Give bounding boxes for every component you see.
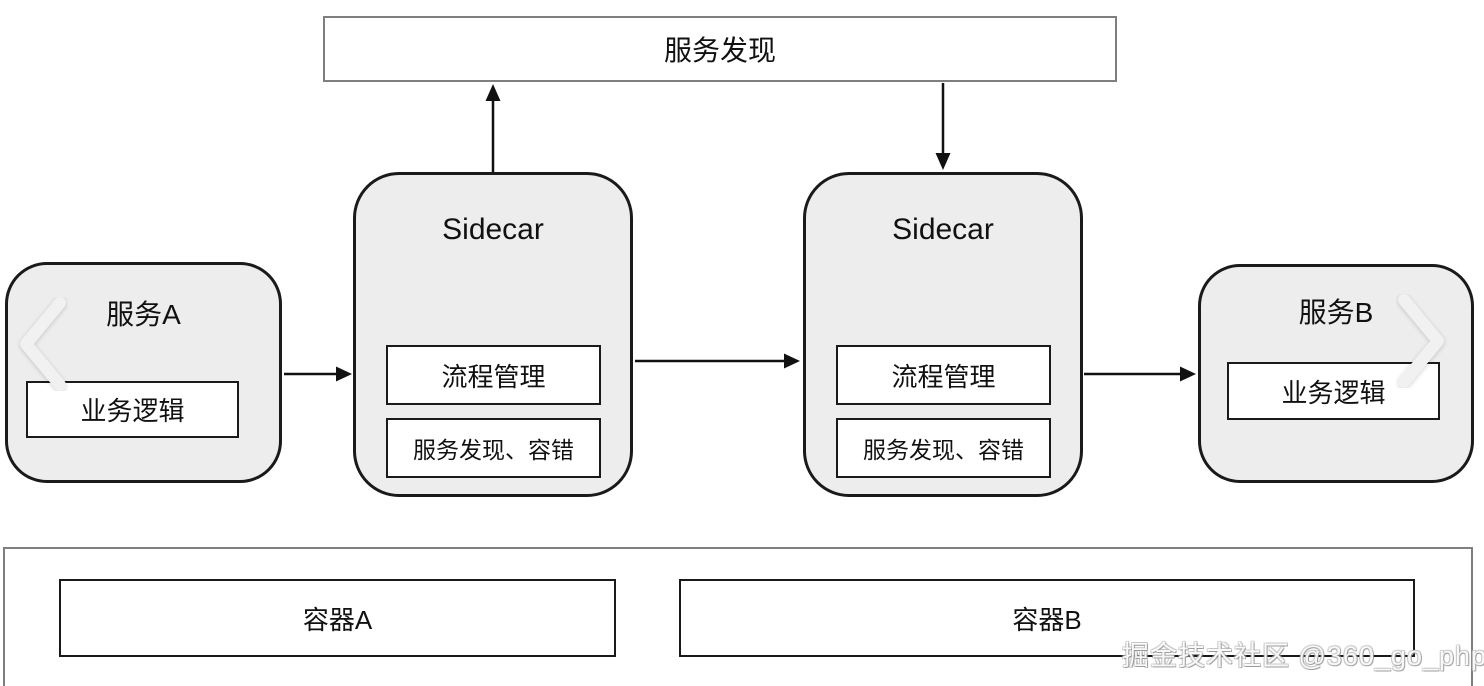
container-a-label: 容器A [302,604,373,635]
service-a-business-logic-box: 业务逻辑 [26,381,239,438]
container-a-box: 容器A [59,579,616,657]
service-b-title: 服务B [1298,297,1374,328]
sidecar-1-discovery-fault-box: 服务发现、容错 [386,418,601,478]
chevron-left-icon[interactable] [16,297,68,391]
sidecar-2-discovery-fault-box: 服务发现、容错 [836,418,1051,478]
chevron-right-icon[interactable] [1396,294,1448,388]
sidecar-2-title: Sidecar [892,213,994,246]
sidecar-1-node: Sidecar 流程管理 服务发现、容错 [353,172,633,497]
container-b-box: 容器B [679,579,1415,657]
arrow-discovery-to-sidecar2 [935,83,951,170]
watermark-text: 掘金技术社区 @360_go_php [1122,641,1484,671]
sidecar-1-discovery-fault-label: 服务发现、容错 [413,437,574,463]
arrow-sidecar1-to-sidecar2 [635,353,800,369]
service-a-title: 服务A [106,299,181,330]
service-b-node: 服务B 业务逻辑 [1198,264,1474,483]
service-discovery-label: 服务发现 [663,35,776,66]
service-discovery-box: 服务发现 [323,16,1117,82]
sidecar-1-process-management-box: 流程管理 [386,345,601,405]
sidecar-1-process-management-label: 流程管理 [441,361,546,392]
sidecar-2-discovery-fault-label: 服务发现、容错 [863,437,1024,463]
arrow-sidecar1-to-discovery [485,84,501,172]
service-a-node: 服务A 业务逻辑 [5,262,282,483]
sidecar-1-title: Sidecar [442,213,544,246]
service-a-business-logic-label: 业务逻辑 [80,396,185,426]
container-b-label: 容器B [1012,604,1082,635]
arrow-sidecar2-to-service-b [1084,366,1196,382]
arrow-service-a-to-sidecar1 [284,366,352,382]
service-b-business-logic-box: 业务逻辑 [1227,362,1440,420]
sidecar-2-process-management-box: 流程管理 [836,345,1051,405]
service-b-business-logic-label: 业务逻辑 [1281,377,1386,408]
sidecar-2-process-management-label: 流程管理 [891,361,996,392]
sidecar-2-node: Sidecar 流程管理 服务发现、容错 [803,172,1083,497]
